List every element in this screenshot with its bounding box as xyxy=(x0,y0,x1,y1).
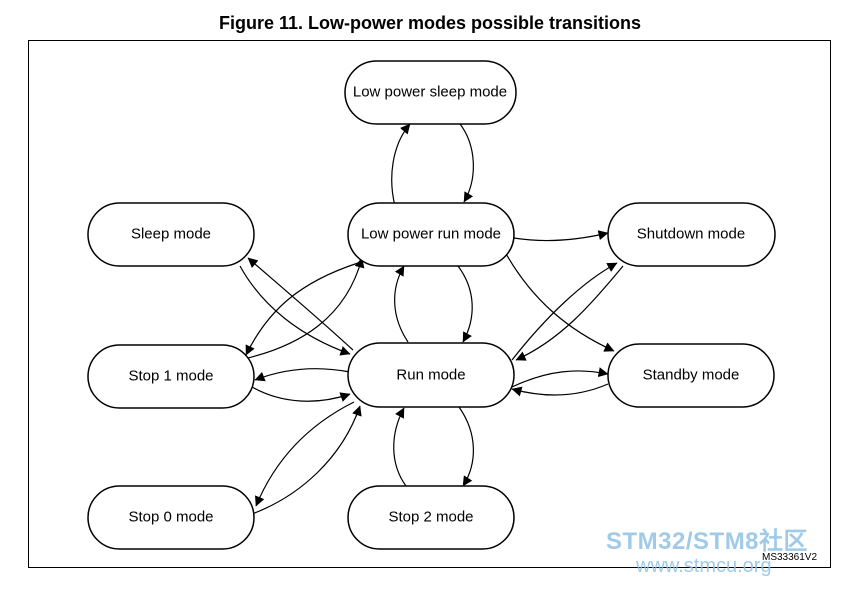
label-run-mode: Run mode xyxy=(396,367,465,384)
label-low-power-run-mode: Low power run mode xyxy=(361,226,501,243)
transition-lprun-to-run xyxy=(457,265,473,343)
node-stop-1-mode xyxy=(87,344,255,409)
transition-lpsleep-to-lprun xyxy=(459,123,474,203)
transition-run-to-lprun xyxy=(394,265,409,343)
figure-frame xyxy=(28,40,831,568)
transition-lprun-to-lpsleep xyxy=(391,123,411,207)
node-stop-0-mode xyxy=(87,485,255,550)
transition-lprun-to-stop1 xyxy=(245,262,359,356)
label-stop-2-mode: Stop 2 mode xyxy=(388,509,473,526)
node-run-mode xyxy=(347,342,515,408)
transition-run-to-stop1 xyxy=(254,368,351,382)
label-stop-1-mode: Stop 1 mode xyxy=(128,368,213,385)
transition-lprun-to-shutdown xyxy=(513,230,609,242)
transition-sleep-to-run xyxy=(239,265,351,356)
transition-stop1-to-run xyxy=(251,386,351,402)
transition-stop1-to-lprun xyxy=(247,257,365,359)
transition-run-to-sleep xyxy=(247,257,354,351)
transition-run-to-stop0 xyxy=(255,401,355,507)
node-low-power-sleep-mode xyxy=(344,60,517,125)
transition-lprun-to-standby xyxy=(504,251,615,352)
transition-stop0-to-run xyxy=(251,405,362,515)
label-stop-0-mode: Stop 0 mode xyxy=(128,509,213,526)
figure-title: Figure 11. Low-power modes possible tran… xyxy=(218,13,642,33)
watermark-brand: STM32/STM8社区 xyxy=(606,528,809,555)
node-stop-2-mode xyxy=(347,485,515,550)
label-low-power-sleep-mode: Low power sleep mode xyxy=(353,84,507,101)
transition-run-to-stop2 xyxy=(458,406,474,487)
transition-run-to-standby xyxy=(511,367,609,388)
label-shutdown-mode: Shutdown mode xyxy=(637,226,745,243)
label-standby-mode: Standby mode xyxy=(643,367,740,384)
watermark: STM32/STM8社区 www.stmcu.org xyxy=(606,528,809,577)
transition-standby-to-run xyxy=(511,383,609,397)
watermark-url: www.stmcu.org xyxy=(636,555,772,577)
node-sleep-mode xyxy=(87,202,255,267)
transition-stop2-to-run xyxy=(393,407,407,487)
node-standby-mode xyxy=(607,343,775,408)
node-low-power-run-mode xyxy=(347,202,515,267)
label-sleep-mode: Sleep mode xyxy=(131,226,211,243)
node-shutdown-mode xyxy=(607,202,776,267)
figure-reference-code: MS33361V2 xyxy=(762,552,818,563)
transition-run-to-shutdown xyxy=(511,262,618,361)
transition-shutdown-to-run xyxy=(515,265,624,361)
